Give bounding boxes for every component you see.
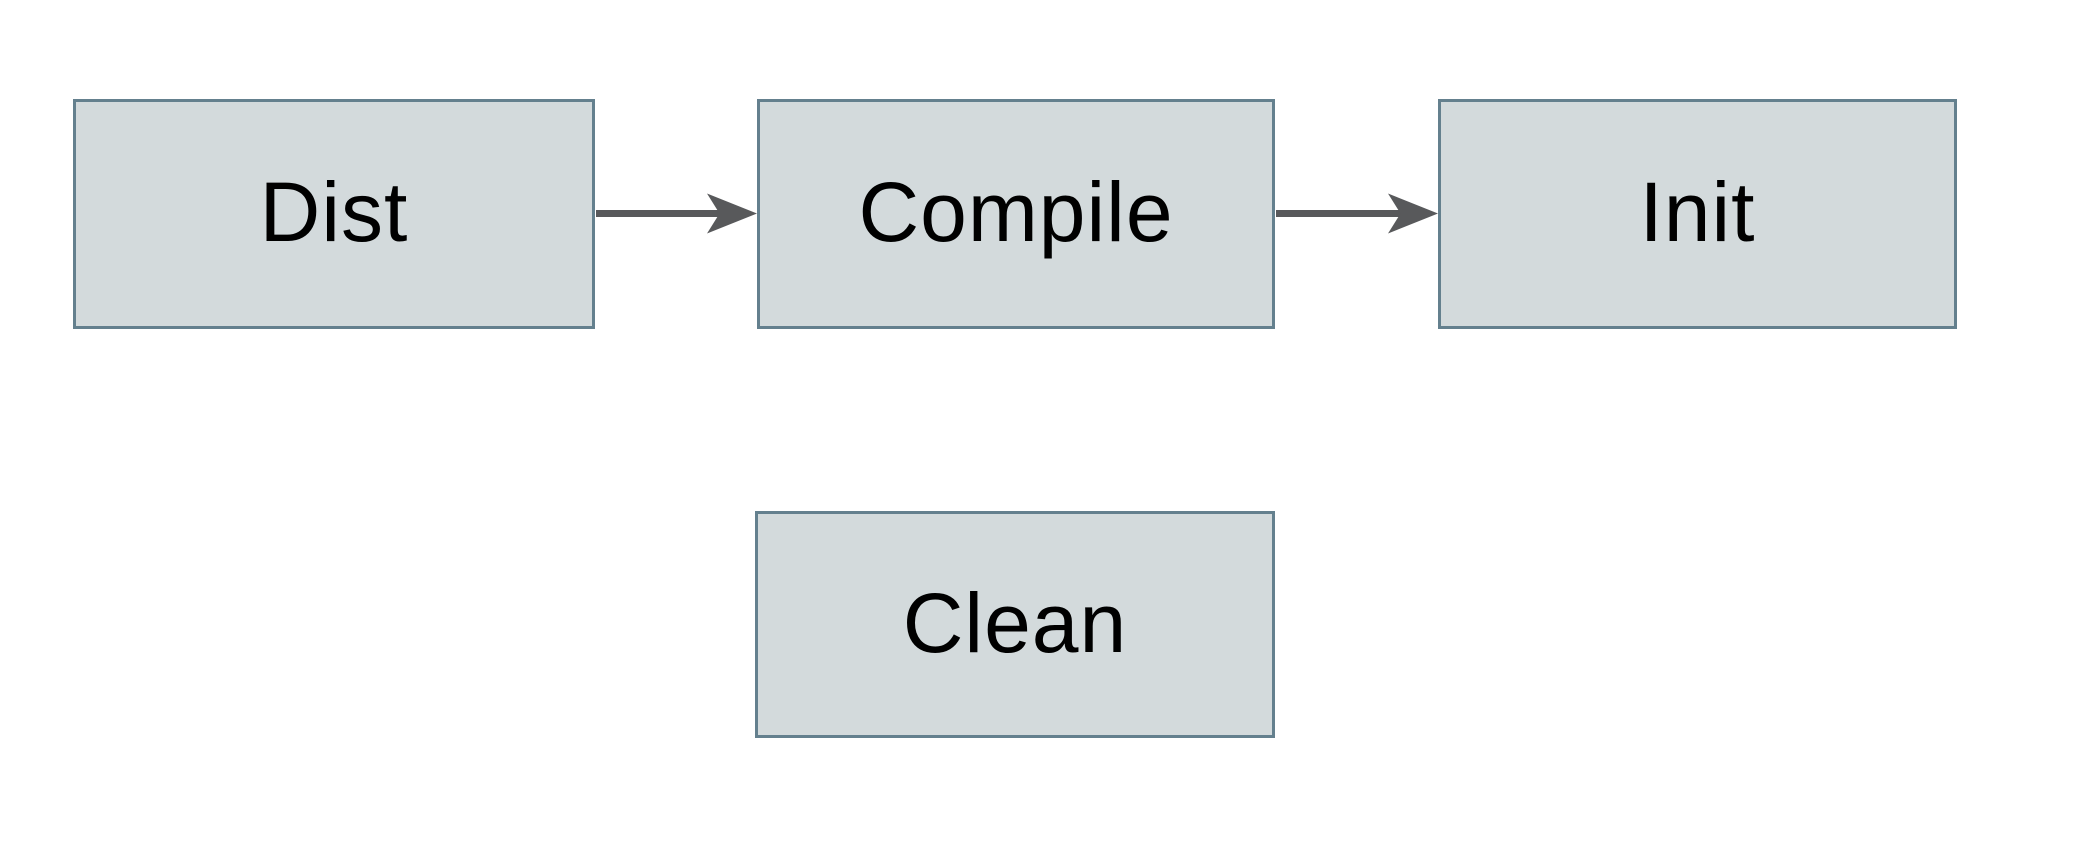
node-dist: Dist: [73, 99, 595, 329]
node-init: Init: [1438, 99, 1957, 329]
arrow-dist-to-compile: [596, 193, 757, 234]
node-clean: Clean: [755, 511, 1275, 738]
node-compile-label: Compile: [858, 165, 1174, 259]
node-clean-label: Clean: [902, 575, 1128, 670]
arrowhead-icon: [707, 193, 757, 234]
arrowhead-icon: [1388, 193, 1438, 234]
arrow-compile-to-init: [1276, 193, 1438, 234]
node-compile: Compile: [757, 99, 1275, 329]
node-init-label: Init: [1639, 165, 1756, 259]
node-dist-label: Dist: [259, 165, 409, 259]
